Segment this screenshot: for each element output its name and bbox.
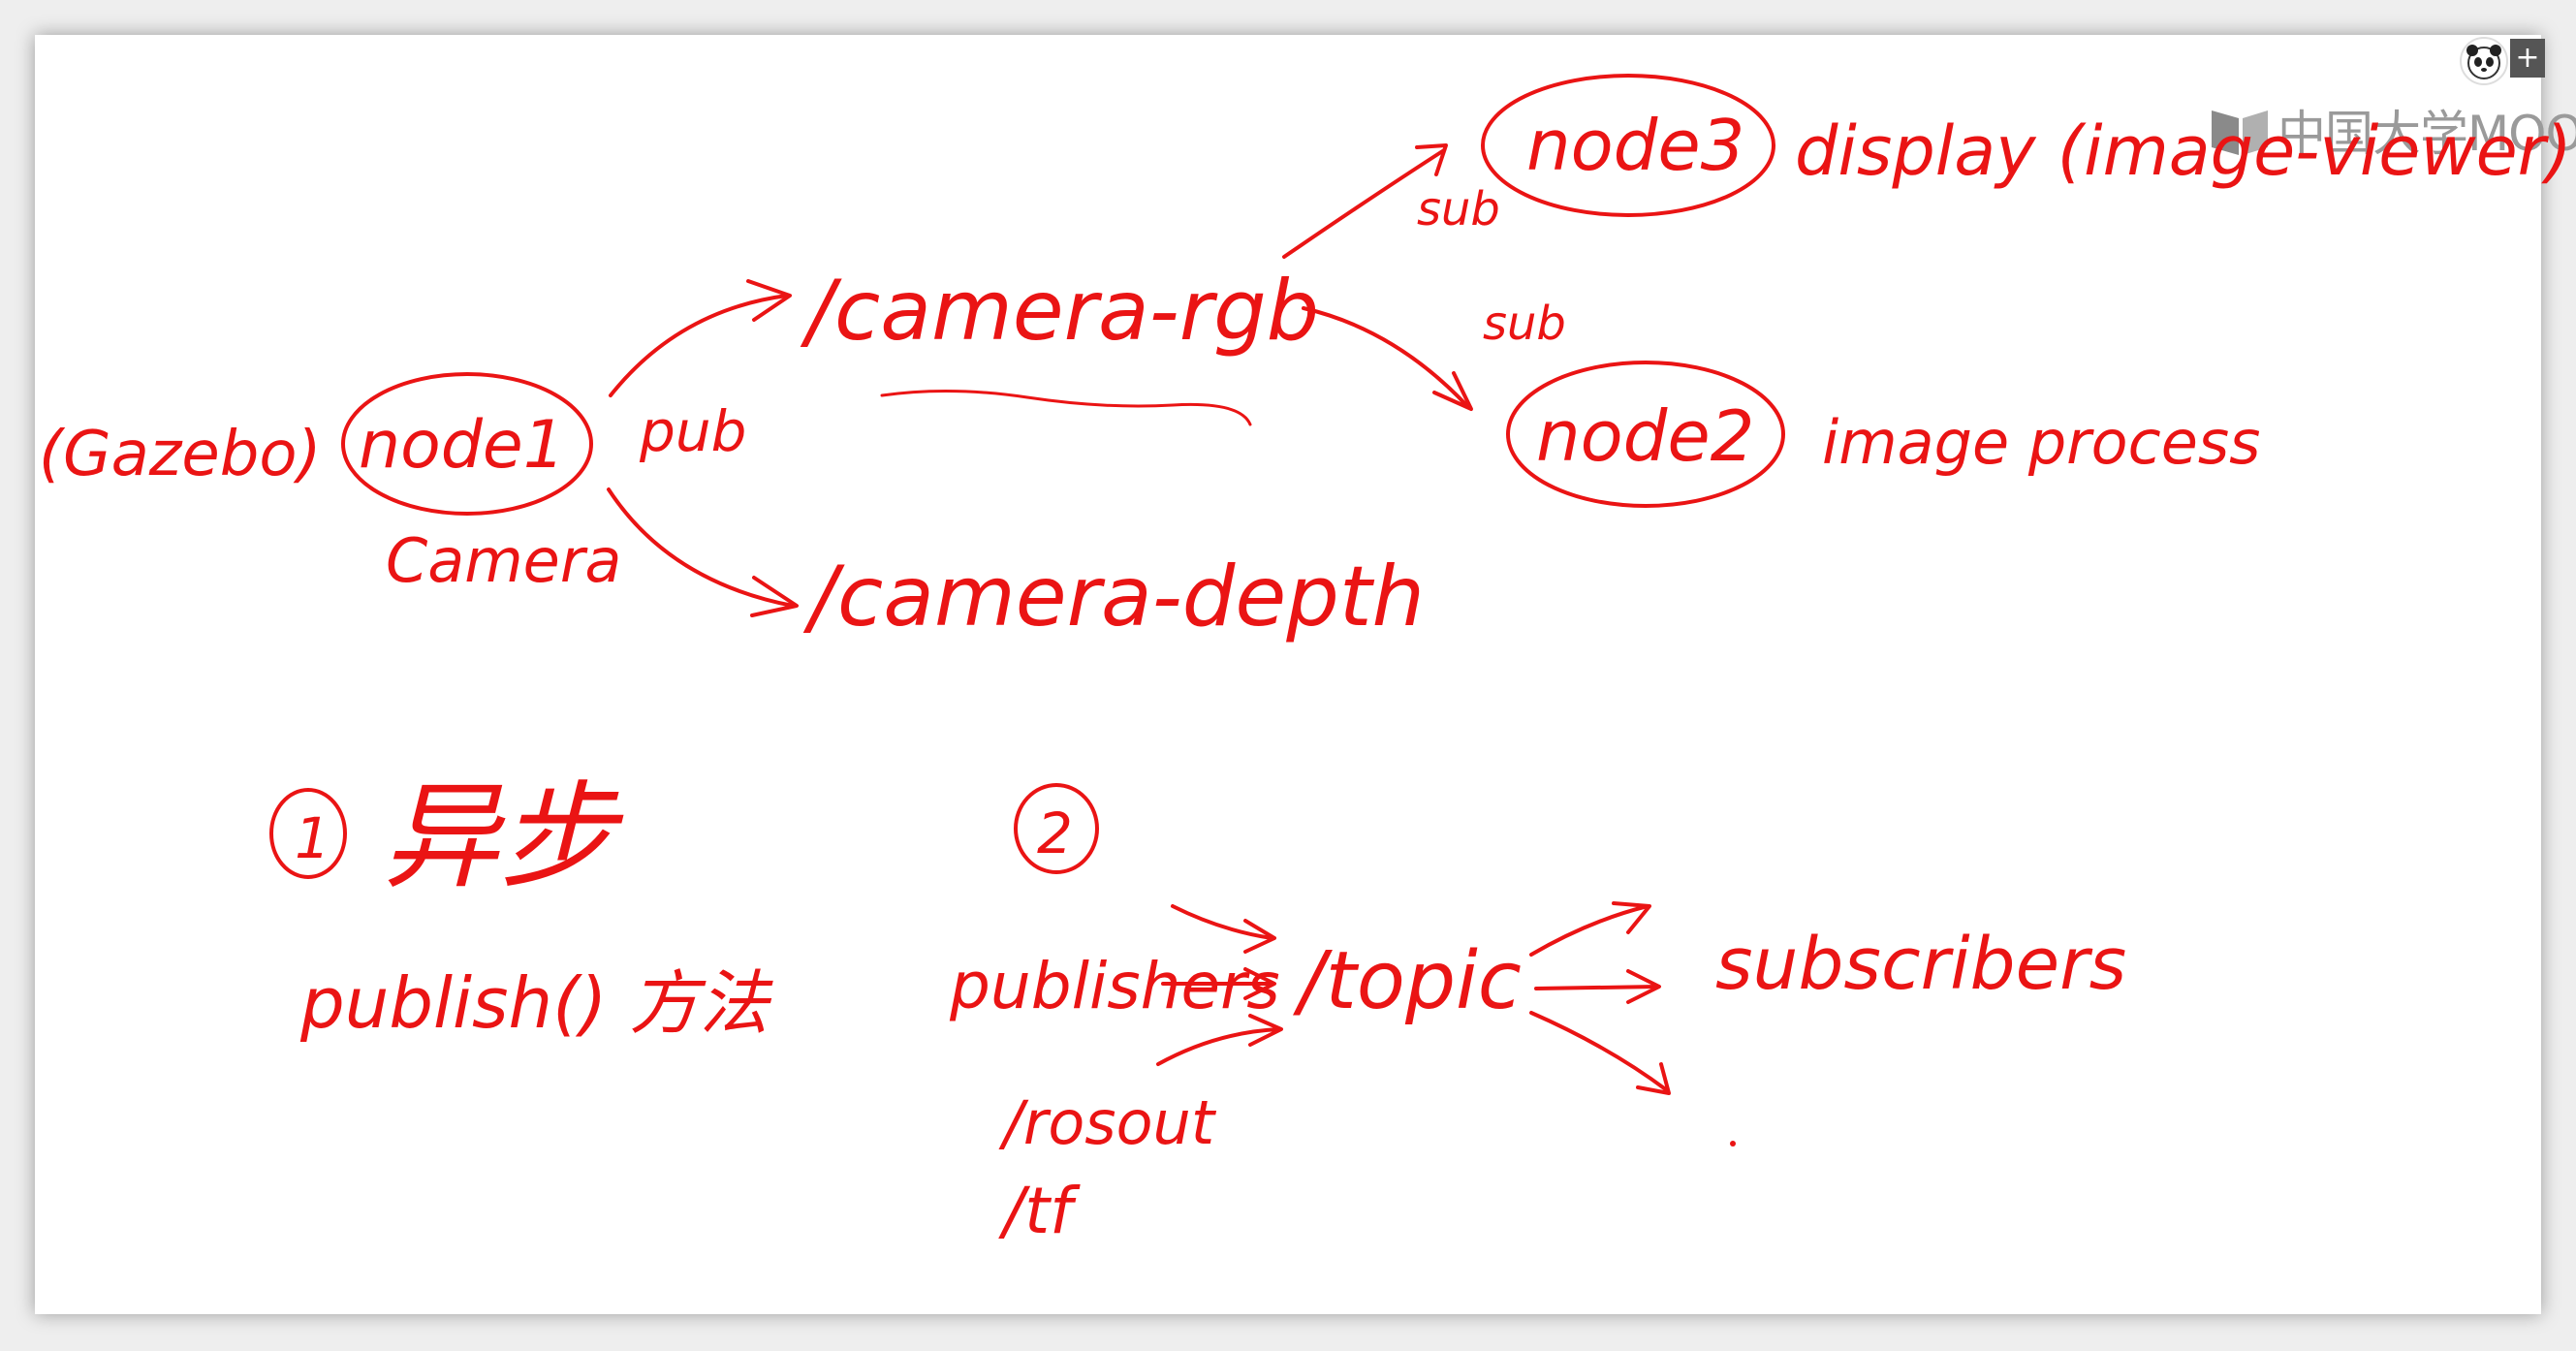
- topic-label: /topic: [1293, 935, 1522, 1027]
- publishers-label: publishers: [949, 949, 1280, 1023]
- node2-caption: image process: [1822, 407, 2260, 478]
- sub-arrow-3-head: [1636, 1062, 1671, 1095]
- item2-circle: [1014, 783, 1099, 874]
- subscribers-label: subscribers: [1715, 923, 2126, 1006]
- arrow-head-rgb: [746, 279, 792, 322]
- arrow-to-node2: [1302, 306, 1470, 409]
- arrow-head-node3: [1415, 143, 1448, 176]
- node1-label: node1: [359, 407, 565, 484]
- topic-rgb-label: /camera-rgb: [800, 263, 1319, 360]
- pub-arrow-1: [1171, 904, 1273, 940]
- add-button[interactable]: +: [2510, 39, 2545, 78]
- sub-arrow-3: [1529, 1011, 1669, 1092]
- node2-ellipse: [1506, 361, 1785, 508]
- node3-caption: display (image-viewer): [1795, 111, 2572, 191]
- node3-label: node3: [1526, 105, 1745, 186]
- arrow-to-rgb: [609, 294, 789, 397]
- arrow-to-node3: [1282, 148, 1446, 259]
- sub-arrow-1-head: [1612, 901, 1651, 934]
- ink-dot: [1730, 1141, 1736, 1147]
- panda-avatar-icon[interactable]: [2460, 37, 2508, 85]
- arrow-to-depth: [607, 487, 795, 608]
- item1-number: 1: [295, 805, 330, 871]
- node1-ellipse: [341, 372, 593, 516]
- sub-arrow-2: [1534, 985, 1659, 990]
- watermark: 中国大学MOOC: [2210, 101, 2576, 162]
- sub-top-label: sub: [1417, 182, 1500, 236]
- pub-label: pub: [639, 398, 746, 464]
- tf-label: /tf: [998, 1174, 1081, 1248]
- arrow-head-node2: [1432, 371, 1473, 411]
- pub-arrow-1-head: [1243, 919, 1276, 954]
- item1-title: 异步: [383, 770, 624, 905]
- item2-number: 2: [1037, 801, 1073, 866]
- sub-mid-label: sub: [1483, 297, 1566, 351]
- book-icon: [2210, 103, 2270, 157]
- gazebo-label: (Gazebo): [39, 419, 322, 490]
- pub-arrow-2-head: [1243, 967, 1276, 1000]
- arrow-head-depth: [750, 576, 799, 617]
- item1-method: publish() 方法: [299, 962, 773, 1044]
- rosout-label: /rosout: [998, 1087, 1217, 1158]
- node1-caption: Camera: [386, 525, 621, 596]
- pub-arrow-3: [1156, 1027, 1281, 1066]
- topic-depth-label: /camera-depth: [802, 549, 1425, 645]
- pub-arrow-3-head: [1248, 1014, 1283, 1047]
- whiteboard-canvas: [35, 35, 2541, 1314]
- rgb-underline: [880, 389, 1252, 426]
- watermark-text: 中国大学MOOC: [2278, 106, 2576, 162]
- item1-circle: [269, 788, 347, 879]
- sub-arrow-2-head: [1626, 969, 1661, 1004]
- node2-label: node2: [1536, 395, 1755, 477]
- node3-ellipse: [1481, 74, 1775, 217]
- sub-arrow-1: [1529, 904, 1649, 957]
